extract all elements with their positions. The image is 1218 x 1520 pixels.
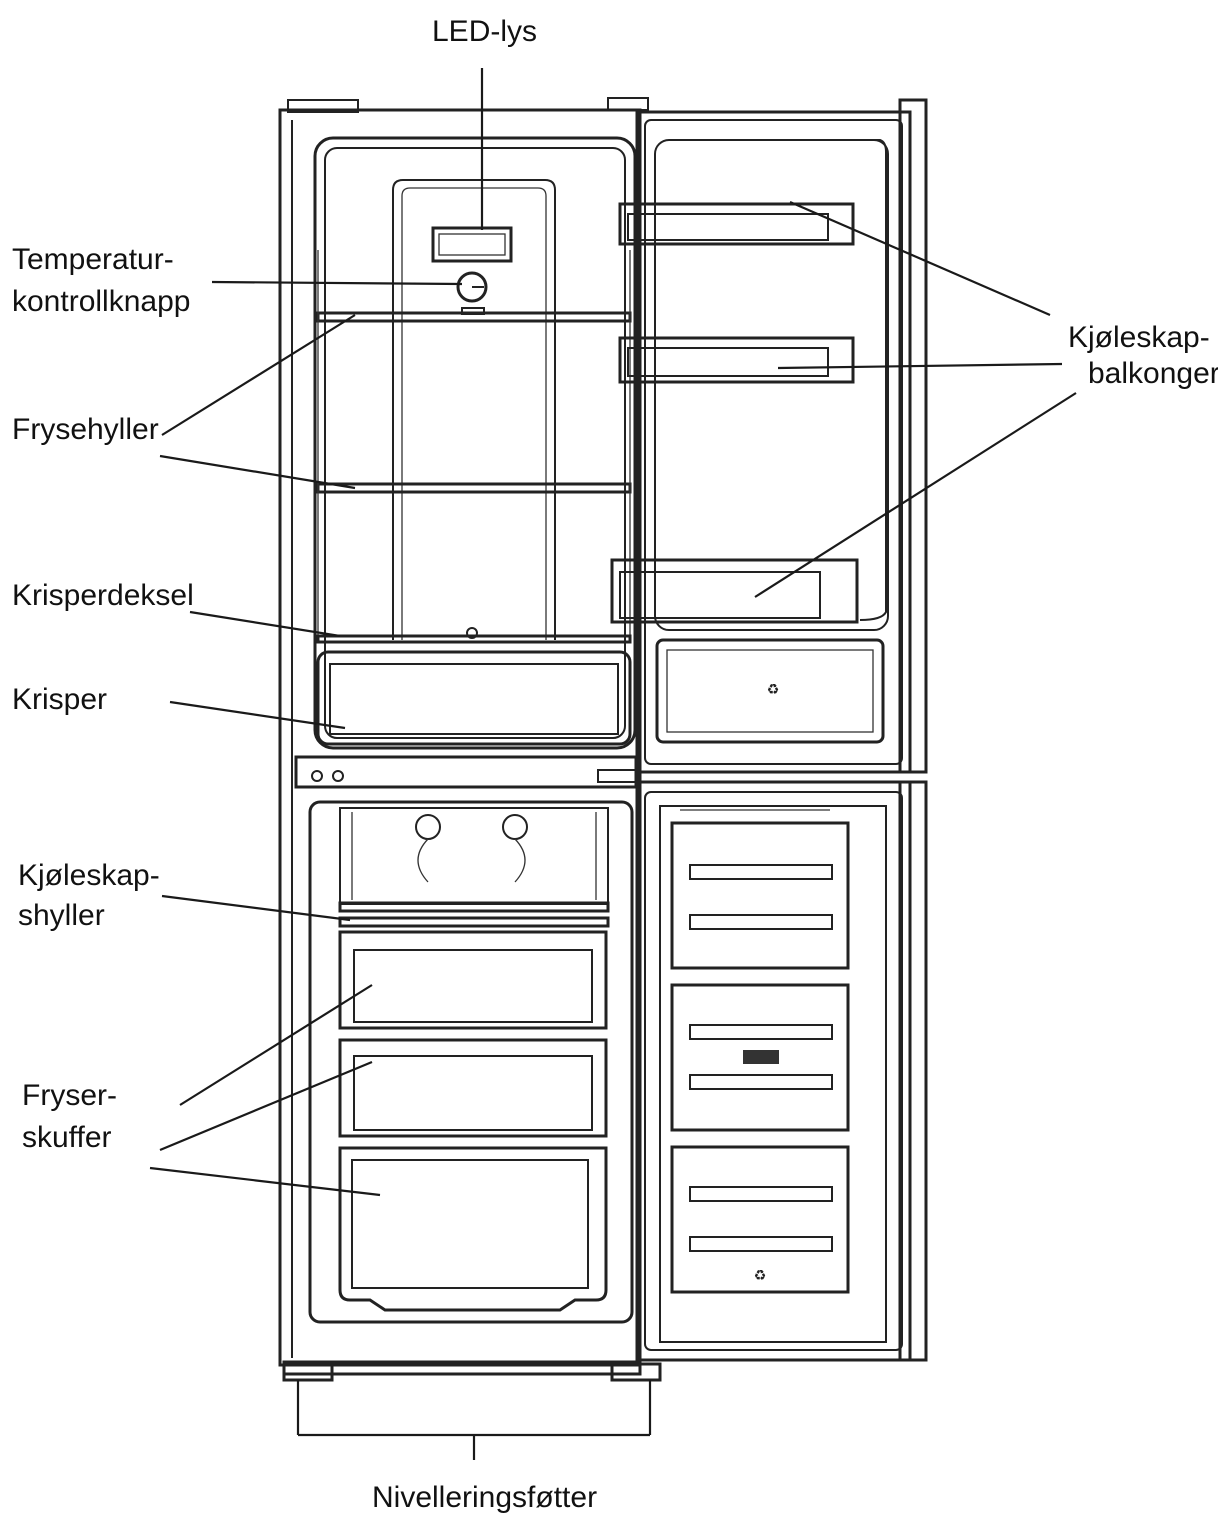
label-leveling-feet: Nivelleringsføtter [372,1481,598,1514]
leader-fridge-shelf [161,894,351,922]
leader-freezer-drawer-3 [149,1166,381,1197]
led-light-housing [431,226,513,263]
leader-lines [149,68,1077,1197]
label-fridge-shelves-line2: shyller [18,899,105,932]
label-fridge-shelves-line1: Kjøleskap- [18,859,160,892]
recycle-icon: ♻ [767,682,780,698]
label-freezer-drawers-line2: skuffer [22,1121,112,1154]
leader-balcony-3 [754,392,1077,598]
cabinet-body [278,97,649,1376]
leader-balcony-1 [789,200,1051,317]
leader-freezer-shelf-1 [161,314,356,436]
rating-badge [743,1050,779,1064]
fridge-interior [313,136,637,750]
label-fridge-balconies-line1: Kjøleskap- [1068,321,1210,354]
freezer-door: ♻ [635,780,928,1362]
label-crisper: Krisper [12,683,108,716]
label-fridge-balconies-line2: balkonger [1088,357,1218,390]
fridge-door: ♻ [610,98,928,774]
label-led-light: LED-lys [432,15,538,48]
label-temperature-knob-line2: kontrollknapp [12,285,191,318]
leader-temp-knob [211,280,463,286]
leader-freezer-drawer-1 [179,984,373,1106]
leader-freezer-shelf-2 [159,454,356,490]
label-temperature-knob-line1: Temperatur- [12,243,174,276]
label-freezer-drawers-line1: Fryser- [22,1079,117,1112]
label-crisper-cover: Krisperdeksel [12,579,194,612]
leader-crisper-cover [189,610,341,638]
freezer-interior [308,800,634,1324]
leader-balcony-2 [777,362,1063,370]
label-freezer-shelves: Frysehyller [12,413,159,446]
leader-crisper [169,700,346,730]
leveling-feet [282,1362,662,1460]
leader-freezer-drawer-2 [159,1060,373,1152]
temperature-knob [456,271,488,303]
recycle-icon: ♻ [754,1268,767,1284]
